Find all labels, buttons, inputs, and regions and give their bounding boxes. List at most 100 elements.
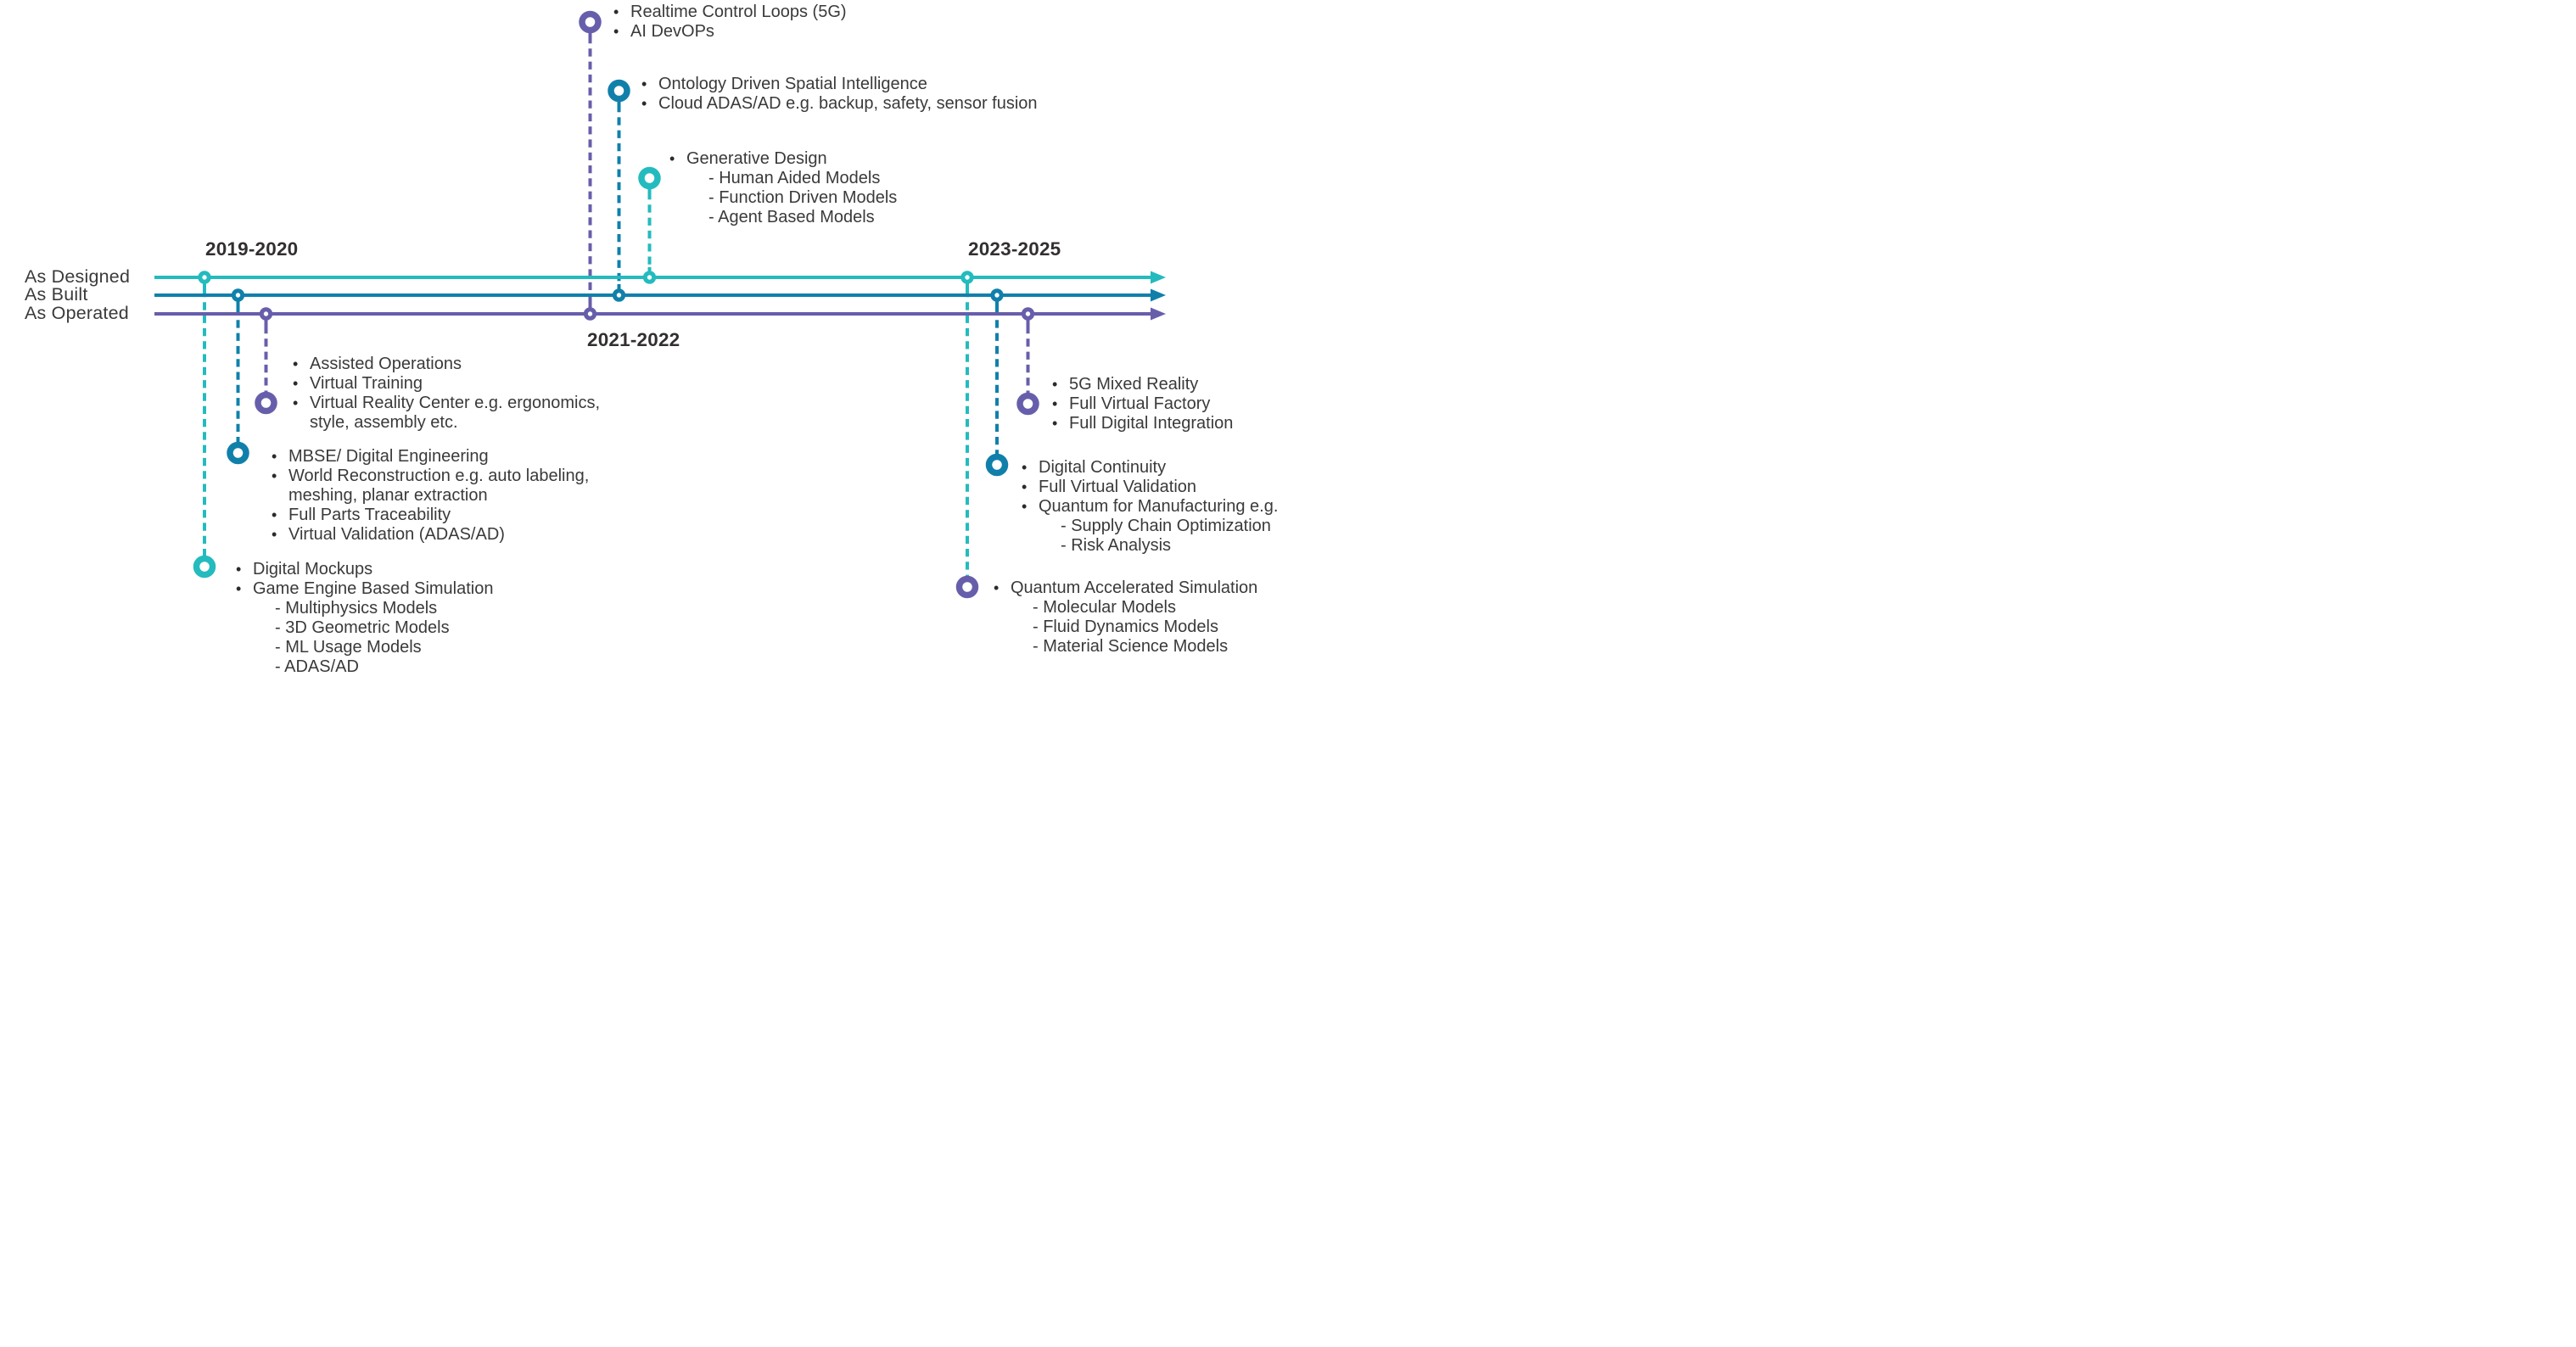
milestone-item: • Virtual Training <box>293 374 600 394</box>
milestone-ring-mbse-digital-engineering <box>227 441 249 465</box>
milestone-item-text: Ontology Driven Spatial Intelligence <box>658 75 927 93</box>
bullet-glyph: • <box>994 579 1000 596</box>
milestone-item-text: Digital Mockups <box>253 560 373 578</box>
milestone-item: • MBSE/ Digital Engineering <box>272 447 589 467</box>
milestone-item: • Quantum Accelerated Simulation <box>994 578 1257 598</box>
milestone-item-text: Full Virtual Factory <box>1069 394 1211 413</box>
bullet-glyph: • <box>272 467 277 484</box>
bullet-glyph: • <box>1052 395 1058 412</box>
milestone-item-text: - Material Science Models <box>1033 637 1229 656</box>
bullet-glyph: • <box>1052 376 1058 393</box>
milestone-item: • Realtime Control Loops (5G) <box>613 3 847 22</box>
milestone-item: •Generative Design <box>669 149 897 169</box>
milestone-item: style, assembly etc. <box>310 413 600 433</box>
milestone-item: • Full Virtual Factory <box>1052 394 1233 414</box>
bullet-glyph: • <box>236 580 242 597</box>
bullet-glyph: • <box>641 95 647 112</box>
milestone-item: - Material Science Models <box>1033 637 1257 657</box>
milestone-item: • Virtual Reality Center e.g. ergonomics, <box>293 394 600 413</box>
lane-node-assisted-operations <box>259 307 273 321</box>
milestone-item: • World Reconstruction e.g. auto labeling… <box>272 467 589 486</box>
milestone-item-text: 5G Mixed Reality <box>1069 375 1199 394</box>
milestone-item-text: - ADAS/AD <box>275 657 359 674</box>
milestone-item-text: Full Virtual Validation <box>1039 478 1197 496</box>
milestone-item: - Function Driven Models <box>708 188 897 208</box>
milestone-item: - Risk Analysis <box>1061 536 1278 556</box>
milestone-item-text: style, assembly etc. <box>310 413 458 432</box>
milestone-item-text: Virtual Reality Center e.g. ergonomics, <box>310 394 601 412</box>
milestone-item: - Supply Chain Optimization <box>1061 517 1278 536</box>
milestone-item-text: meshing, planar extraction <box>288 486 488 505</box>
milestone-item-text: Assisted Operations <box>310 355 462 373</box>
milestone-item: - ML Usage Models <box>275 638 494 657</box>
bullet-glyph: • <box>272 448 277 465</box>
bullet-glyph: • <box>293 355 299 372</box>
milestone-item-text: - Human Aided Models <box>708 169 881 187</box>
milestone-item: - Molecular Models <box>1033 598 1257 618</box>
period-label-2023-2025: 2023-2025 <box>968 238 1061 260</box>
milestone-item: • Ontology Driven Spatial Intelligence <box>641 75 1038 94</box>
milestone-item-text: MBSE/ Digital Engineering <box>288 447 489 466</box>
milestone-item-text: - Supply Chain Optimization <box>1061 517 1271 535</box>
bullet-glyph: • <box>641 75 647 92</box>
milestone-item: - ADAS/AD <box>275 657 494 674</box>
milestone-assisted-operations: • Assisted Operations • Virtual Training • Vi… <box>293 355 600 433</box>
milestone-mbse-digital-engineering: • MBSE/ Digital Engineering • World Reconst… <box>272 447 589 545</box>
milestone-item: •Full Parts Traceability <box>272 506 589 525</box>
milestone-item-text: Quantum Accelerated Simulation <box>1011 578 1258 597</box>
milestone-item: • Full Digital Integration <box>1052 414 1233 433</box>
lane-label-as-operated: As Operated <box>25 303 129 323</box>
milestone-item: • Digital Mockups <box>236 560 494 579</box>
milestone-item-text: - Agent Based Models <box>708 208 875 226</box>
milestone-5g-mixed-reality: • 5G Mixed Reality • Full Virtual Factory • F… <box>1052 375 1233 433</box>
milestone-generative-design: •Generative Design- Human Aided Models- … <box>669 149 897 227</box>
milestone-digital-mockups: • Digital Mockups • Game Engine Based Simul… <box>236 560 494 674</box>
milestone-item: • AI DevOPs <box>613 22 847 42</box>
bullet-glyph: • <box>293 394 299 411</box>
milestone-item: - Multiphysics Models <box>275 599 494 618</box>
milestone-ring-realtime-control-loops <box>579 10 602 34</box>
milestone-item: • 5G Mixed Reality <box>1052 375 1233 394</box>
milestone-item-text: World Reconstruction e.g. auto labeling, <box>288 467 590 485</box>
milestone-item-text: Cloud ADAS/AD e.g. backup, safety, senso… <box>658 94 1038 113</box>
milestone-quantum-accelerated-simulation: • Quantum Accelerated Simulation- Molecul… <box>994 578 1257 657</box>
milestone-item-text: Full Digital Integration <box>1069 414 1234 433</box>
lane-node-generative-design <box>642 271 657 284</box>
bullet-glyph: • <box>613 23 619 40</box>
bullet-glyph: • <box>293 375 299 392</box>
milestone-item: - Human Aided Models <box>708 169 897 188</box>
milestone-item: • Game Engine Based Simulation <box>236 579 494 599</box>
bullet-glyph: • <box>272 526 277 543</box>
milestone-item: • Full Virtual Validation <box>1022 478 1278 497</box>
milestone-item: - 3D Geometric Models <box>275 618 494 638</box>
bullet-glyph: • <box>236 561 242 578</box>
lane-node-mbse <box>231 288 245 302</box>
digital-twin-roadmap-timeline: As Designed As Built As Operated 2019-20… <box>0 0 1288 674</box>
milestone-item-text: - Multiphysics Models <box>275 599 438 618</box>
milestone-item: • Assisted Operations <box>293 355 600 374</box>
milestone-item-text: Game Engine Based Simulation <box>253 579 494 598</box>
milestone-item: meshing, planar extraction <box>288 486 589 506</box>
bullet-glyph: • <box>1022 478 1028 495</box>
bullet-glyph: • <box>1052 415 1058 432</box>
lane-node-5g-mixed-reality <box>1021 307 1035 321</box>
milestone-item: - Agent Based Models <box>708 208 897 227</box>
bullet-glyph: • <box>613 3 619 20</box>
bullet-glyph: • <box>272 506 277 523</box>
milestone-item-text: Realtime Control Loops (5G) <box>630 3 847 21</box>
lane-as-built-arrowhead-icon <box>1151 288 1166 302</box>
milestone-item-text: Quantum for Manufacturing e.g. <box>1039 497 1279 516</box>
milestone-ring-generative-design <box>638 166 661 190</box>
lane-label-as-designed: As Designed <box>25 266 131 287</box>
lane-node-quantum-simulation <box>960 271 974 284</box>
lane-label-as-built: As Built <box>25 284 88 305</box>
milestone-item: - Fluid Dynamics Models <box>1033 618 1257 637</box>
lane-as-designed-arrowhead-icon <box>1151 271 1166 284</box>
milestone-item-text: Virtual Validation (ADAS/AD) <box>288 525 505 544</box>
milestone-item-text: Digital Continuity <box>1039 458 1167 477</box>
lane-node-ontology <box>612 288 626 302</box>
milestone-realtime-control-loops: • Realtime Control Loops (5G) • AI DevOPs <box>613 3 847 42</box>
milestone-item-text: AI DevOPs <box>630 22 714 41</box>
milestone-ring-digital-continuity <box>985 453 1009 477</box>
milestone-item-text: Virtual Training <box>310 374 423 393</box>
